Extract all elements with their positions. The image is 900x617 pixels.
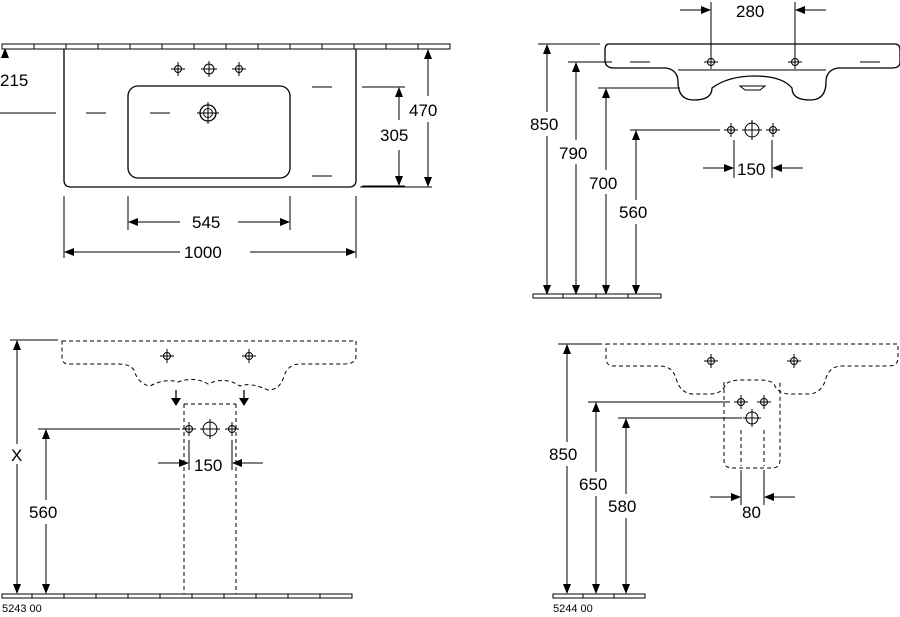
dim-790: 790: [559, 144, 587, 163]
floor-strip: [552, 593, 646, 599]
dim-545: 545: [192, 213, 220, 232]
arrow-down-icon: [171, 390, 249, 406]
dim-215: 215: [0, 71, 28, 90]
tap-hole-icon: [704, 55, 802, 69]
drain-icon: [197, 102, 219, 124]
wall-strip: [1, 43, 451, 50]
waste-outlet-icon: [724, 120, 780, 140]
floor-strip: [532, 293, 662, 299]
dim-150-side: 150: [737, 160, 765, 179]
basin-outline-dashed: [61, 340, 357, 391]
dim-560: 560: [619, 203, 647, 222]
dim-700: 700: [589, 174, 617, 193]
basin-outline-dashed: [605, 343, 899, 395]
product-code-left: 5243 00: [2, 603, 42, 615]
bowl-outline: [127, 85, 291, 179]
front-view-5243: 150 X 560 5243 00: [1, 339, 357, 615]
basin-front-outline: [604, 43, 900, 101]
dim-150-front: 150: [194, 456, 222, 475]
dim-80: 80: [742, 503, 761, 522]
dim-560-front: 560: [29, 503, 57, 522]
dim-850-front: 850: [549, 445, 577, 464]
tap-hole-icon: [171, 61, 246, 77]
waste-outlet-icon: [734, 395, 771, 427]
dim-650: 650: [579, 475, 607, 494]
dim-305: 305: [380, 126, 408, 145]
pedestal-outline-dashed: [183, 403, 237, 594]
dim-850: 850: [530, 115, 558, 134]
dim-470: 470: [409, 101, 437, 120]
side-view: 280 850 790 700 560: [530, 2, 900, 299]
tap-hole-icon: [160, 349, 256, 363]
waste-outlet-icon: [182, 419, 239, 439]
product-code-right: 5244 00: [553, 603, 593, 615]
dim-1000: 1000: [184, 243, 222, 262]
trap-housing-dashed: [723, 382, 781, 469]
floor-strip: [1, 593, 353, 599]
dim-x: X: [11, 446, 22, 465]
dim-580: 580: [608, 497, 636, 516]
front-view-5244: 80 850 650 580 5244 00: [549, 343, 899, 615]
tap-hole-icon: [704, 354, 801, 368]
top-view: 215 305 470 545 1000: [0, 43, 451, 262]
dim-280: 280: [736, 2, 764, 21]
basin-outline: [63, 49, 357, 188]
